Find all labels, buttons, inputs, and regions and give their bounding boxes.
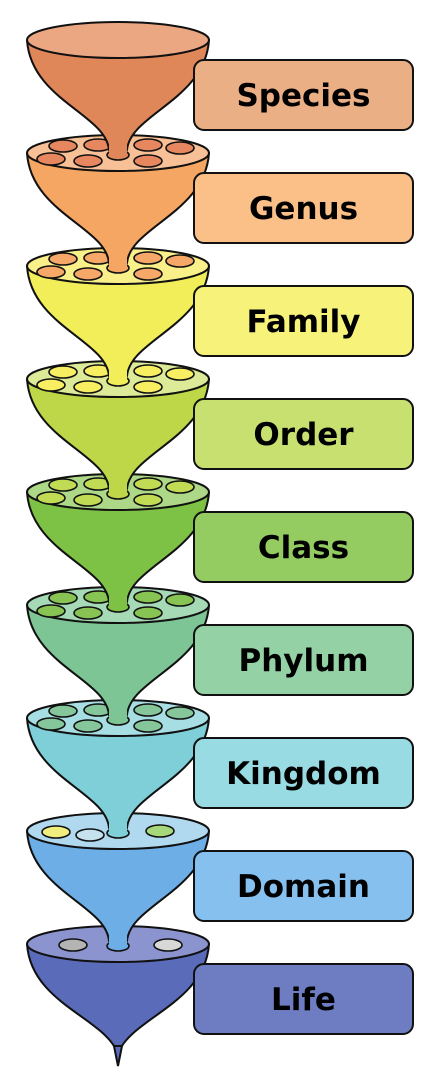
rim-hole (73, 267, 103, 281)
taxonomy-stages: Life Domain Kingdom Phylum Class Order Family G… (26, 21, 414, 1067)
rim-hole (36, 265, 66, 279)
label-box (193, 285, 414, 357)
rim-hole (133, 606, 163, 620)
rank-label-life: Life (271, 982, 336, 1018)
rank-label-species: Species (236, 78, 370, 114)
rim-hole (165, 706, 195, 720)
rim-hole (165, 367, 195, 381)
rim-hole (165, 254, 195, 268)
rim-hole (48, 139, 78, 153)
label-box (193, 398, 414, 470)
rim-hole (165, 593, 195, 607)
stage-phylum: Phylum (26, 586, 414, 721)
rim-hole (145, 824, 175, 838)
funnel-spout (109, 483, 127, 495)
rim-hole (36, 604, 66, 618)
rim-hole (133, 590, 163, 604)
funnel-spout (109, 257, 127, 269)
stage-life: Life (26, 925, 414, 1067)
rim-hole (36, 491, 66, 505)
stage-class: Class (26, 473, 414, 608)
rim-hole (133, 703, 163, 717)
rank-label-order: Order (253, 417, 354, 453)
rim-hole (41, 825, 71, 839)
rank-label-genus: Genus (249, 191, 358, 227)
rim-hole (48, 365, 78, 379)
funnel-spout (109, 822, 127, 834)
rim-hole (48, 478, 78, 492)
rim-hole (133, 251, 163, 265)
rim-hole (36, 378, 66, 392)
rim-hole (73, 154, 103, 168)
label-box (193, 850, 414, 922)
rim-hole (133, 154, 163, 168)
rank-label-domain: Domain (237, 869, 370, 905)
rim-hole (48, 252, 78, 266)
label-box (193, 624, 414, 696)
label-box (193, 511, 414, 583)
rim-hole (73, 380, 103, 394)
rank-label-kingdom: Kingdom (226, 756, 381, 792)
rim-hole (133, 719, 163, 733)
funnel-spout (109, 596, 127, 608)
rim-hole (73, 719, 103, 733)
funnel-spout (109, 370, 127, 382)
rank-label-phylum: Phylum (239, 643, 369, 679)
rim-hole (165, 141, 195, 155)
stage-species: Species (26, 21, 414, 156)
rim-hole (133, 493, 163, 507)
rim-hole (36, 717, 66, 731)
label-box (193, 172, 414, 244)
funnel-rim (26, 21, 210, 59)
stage-genus: Genus (26, 134, 414, 269)
rim-hole (133, 138, 163, 152)
rim-hole (75, 828, 105, 842)
rim-hole (165, 480, 195, 494)
rim-hole (73, 493, 103, 507)
funnel-spout (109, 144, 127, 156)
rank-label-class: Class (258, 530, 349, 566)
rim-hole (133, 267, 163, 281)
label-box (193, 963, 414, 1035)
funnel-spout (109, 709, 127, 721)
rim-hole (73, 606, 103, 620)
label-box (193, 59, 414, 131)
stage-family: Family (26, 247, 414, 382)
rim-hole (133, 477, 163, 491)
funnel-tip (112, 1045, 124, 1067)
rank-label-family: Family (246, 304, 360, 340)
rim-hole (36, 152, 66, 166)
rim-hole (133, 380, 163, 394)
rim-hole (133, 364, 163, 378)
rim-hole (48, 704, 78, 718)
stage-domain: Domain (26, 812, 414, 947)
label-box (193, 737, 414, 809)
rim-hole (153, 938, 183, 952)
funnel-spout (109, 935, 127, 947)
rim-hole (58, 938, 88, 952)
rim-hole (48, 591, 78, 605)
